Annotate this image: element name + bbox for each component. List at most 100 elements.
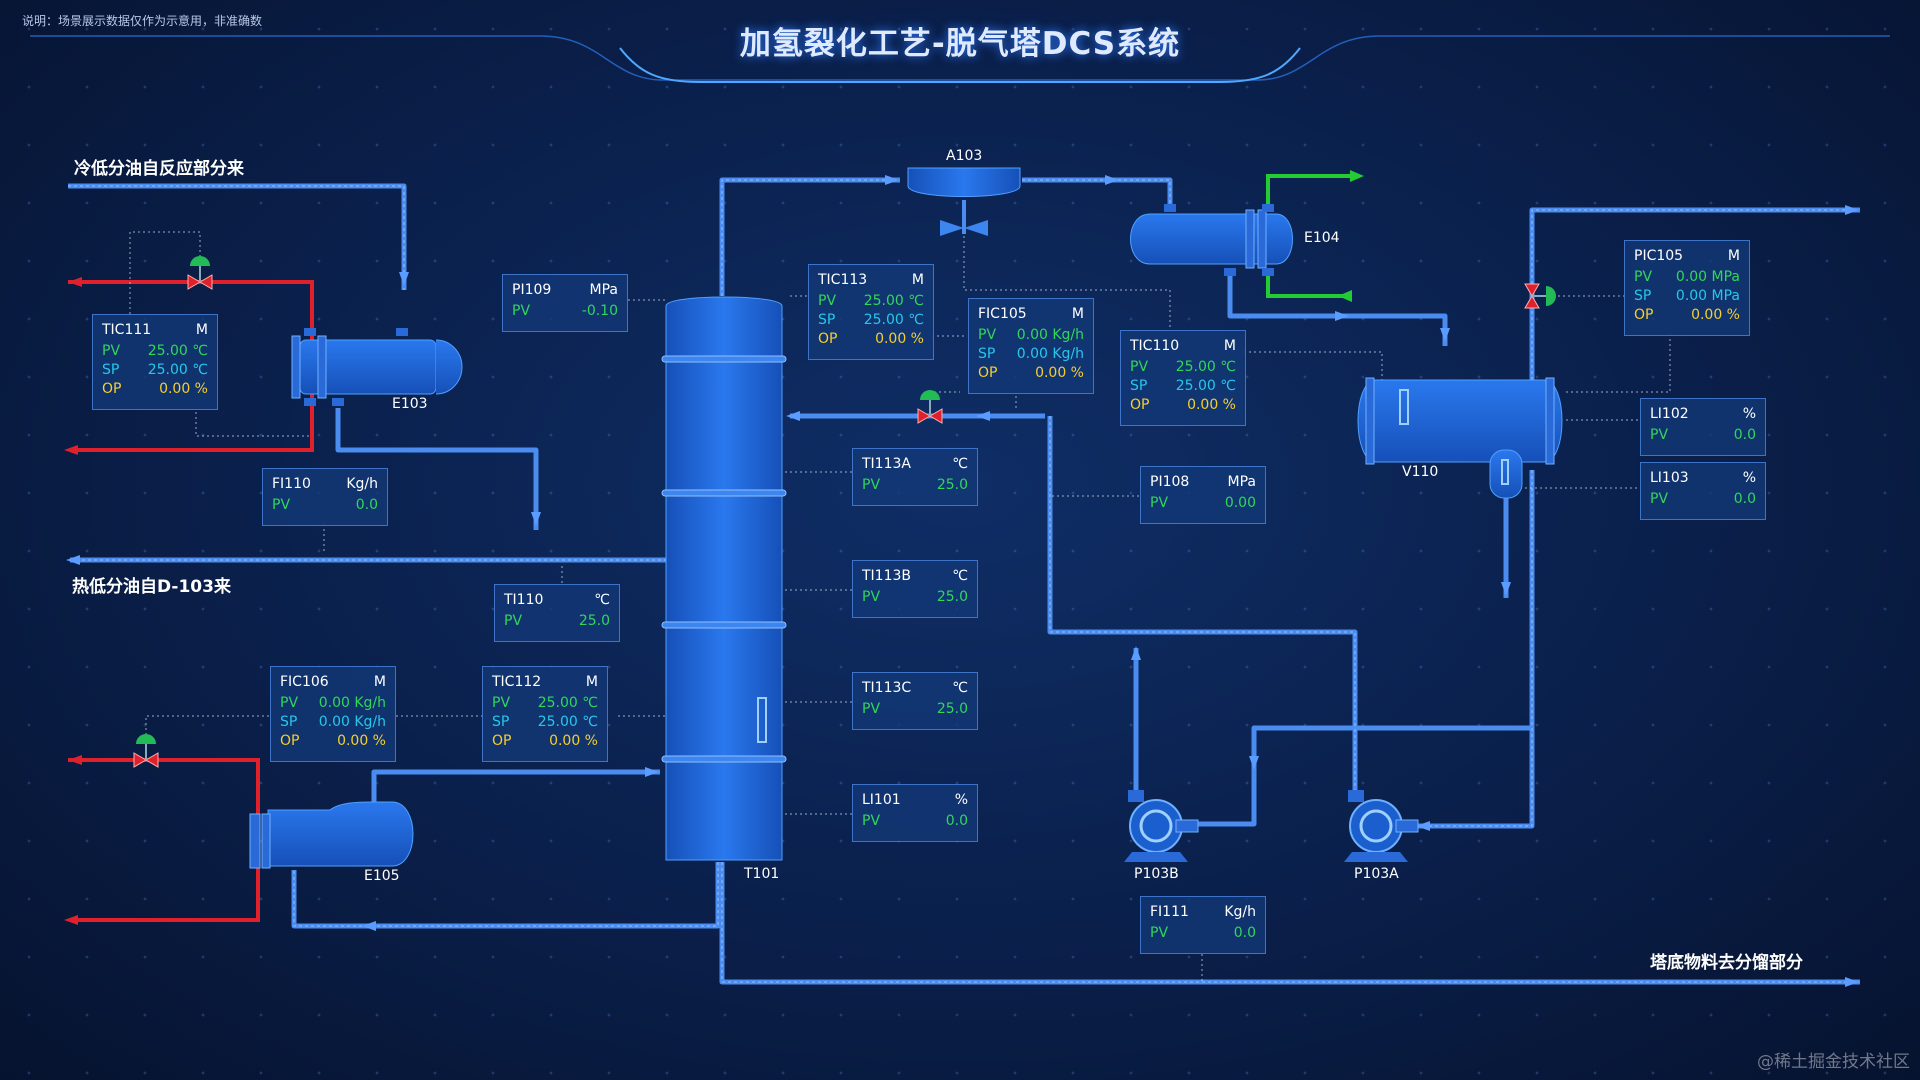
valve-tic111[interactable] (187, 256, 213, 290)
mode: M (911, 272, 924, 288)
pv-value: 0.0 (945, 812, 968, 829)
unit: MPa (1227, 474, 1256, 490)
tag: TI110 (504, 592, 544, 608)
op-label: OP (818, 330, 838, 347)
sp-value: 0.00 Kg/h (318, 713, 386, 730)
op-label: OP (492, 732, 512, 749)
pv-label: PV (862, 700, 881, 717)
pv-label: PV (862, 476, 881, 493)
tag: LI101 (862, 792, 901, 808)
sp-label: SP (818, 311, 836, 328)
unit: % (1742, 406, 1756, 422)
instrument-fi111[interactable]: FI111 Kg/h PV 0.0 (1140, 896, 1266, 954)
pv-label: PV (1150, 924, 1169, 941)
pipe-e105-out (371, 769, 660, 810)
column-t101[interactable] (661, 296, 787, 861)
pipe-e103-out (335, 408, 539, 530)
sp-value: 0.00 Kg/h (1016, 345, 1084, 362)
aircooler-a103[interactable] (907, 167, 1021, 236)
drum-v110[interactable] (1357, 377, 1563, 499)
op-value: 0.00 % (1187, 396, 1236, 413)
valve-fic105[interactable] (917, 390, 943, 424)
label-e104: E104 (1304, 230, 1340, 246)
mode: M (1071, 306, 1084, 322)
tag: LI103 (1650, 470, 1689, 486)
unit: ℃ (594, 592, 610, 608)
tag: PIC105 (1634, 248, 1684, 264)
pv-label: PV (504, 612, 523, 629)
unit: ℃ (952, 456, 968, 472)
pv-label: PV (1650, 426, 1669, 443)
flow-arrows (66, 175, 1859, 987)
tag: TIC113 (818, 272, 868, 288)
op-value: 0.00 % (159, 380, 208, 397)
op-value: 0.00 % (549, 732, 598, 749)
label-a103: A103 (946, 148, 983, 164)
pv-label: PV (978, 326, 997, 343)
pv-value: -0.10 (581, 302, 618, 319)
pv-value: 0.0 (355, 496, 378, 513)
pv-label: PV (1130, 358, 1149, 375)
sp-label: SP (1634, 287, 1652, 304)
exchanger-e104[interactable] (1130, 204, 1293, 276)
tag: TI113C (862, 680, 912, 696)
unit: Kg/h (1224, 904, 1256, 920)
sp-label: SP (492, 713, 510, 730)
sp-label: SP (102, 361, 120, 378)
instrument-li102[interactable]: LI102% PV 0.0 (1640, 398, 1766, 456)
pump-p103a[interactable] (1344, 790, 1419, 862)
sp-value: 25.00 ℃ (147, 361, 208, 378)
label-v110: V110 (1402, 464, 1439, 480)
tag: TIC111 (102, 322, 152, 338)
op-label: OP (978, 364, 998, 381)
label-p103a: P103A (1354, 866, 1399, 882)
pipe-e104-v110 (1227, 270, 1448, 346)
pv-label: PV (492, 694, 511, 711)
pv-value: 0.0 (1733, 426, 1756, 443)
tag: FI111 (1150, 904, 1189, 920)
tag: TIC112 (492, 674, 542, 690)
pv-value: 0.0 (1233, 924, 1256, 941)
exchanger-e105[interactable] (249, 801, 414, 869)
pipe-cold-oil (68, 183, 407, 290)
pump-p103b[interactable] (1124, 790, 1199, 862)
exchanger-e103[interactable] (291, 328, 463, 406)
flow-label-bottoms: 塔底物料去分馏部分 (1650, 953, 1803, 973)
title-area: 加氢裂化工艺-脱气塔DCS系统 (560, 0, 1360, 90)
pipe-p103b-suction (1196, 770, 1257, 827)
sp-value: 25.00 ℃ (863, 311, 924, 328)
tag: PI108 (1150, 474, 1190, 490)
flow-label-cold-oil: 冷低分油自反应部分来 (74, 159, 244, 179)
pv-value: 25.00 ℃ (147, 342, 208, 359)
unit: % (954, 792, 968, 808)
pipe-v110-branch (1251, 725, 1532, 770)
op-value: 0.00 % (875, 330, 924, 347)
unit: % (1742, 470, 1756, 486)
pipe-highlights (68, 179, 1860, 983)
op-label: OP (280, 732, 300, 749)
label-e103: E103 (392, 396, 428, 412)
title-banner (30, 35, 1890, 83)
pv-value: 0.00 (1224, 494, 1256, 511)
tag: LI102 (1650, 406, 1689, 422)
valve-pic105[interactable] (1524, 283, 1556, 309)
valve-fic106[interactable] (133, 734, 159, 768)
mode: M (585, 674, 598, 690)
